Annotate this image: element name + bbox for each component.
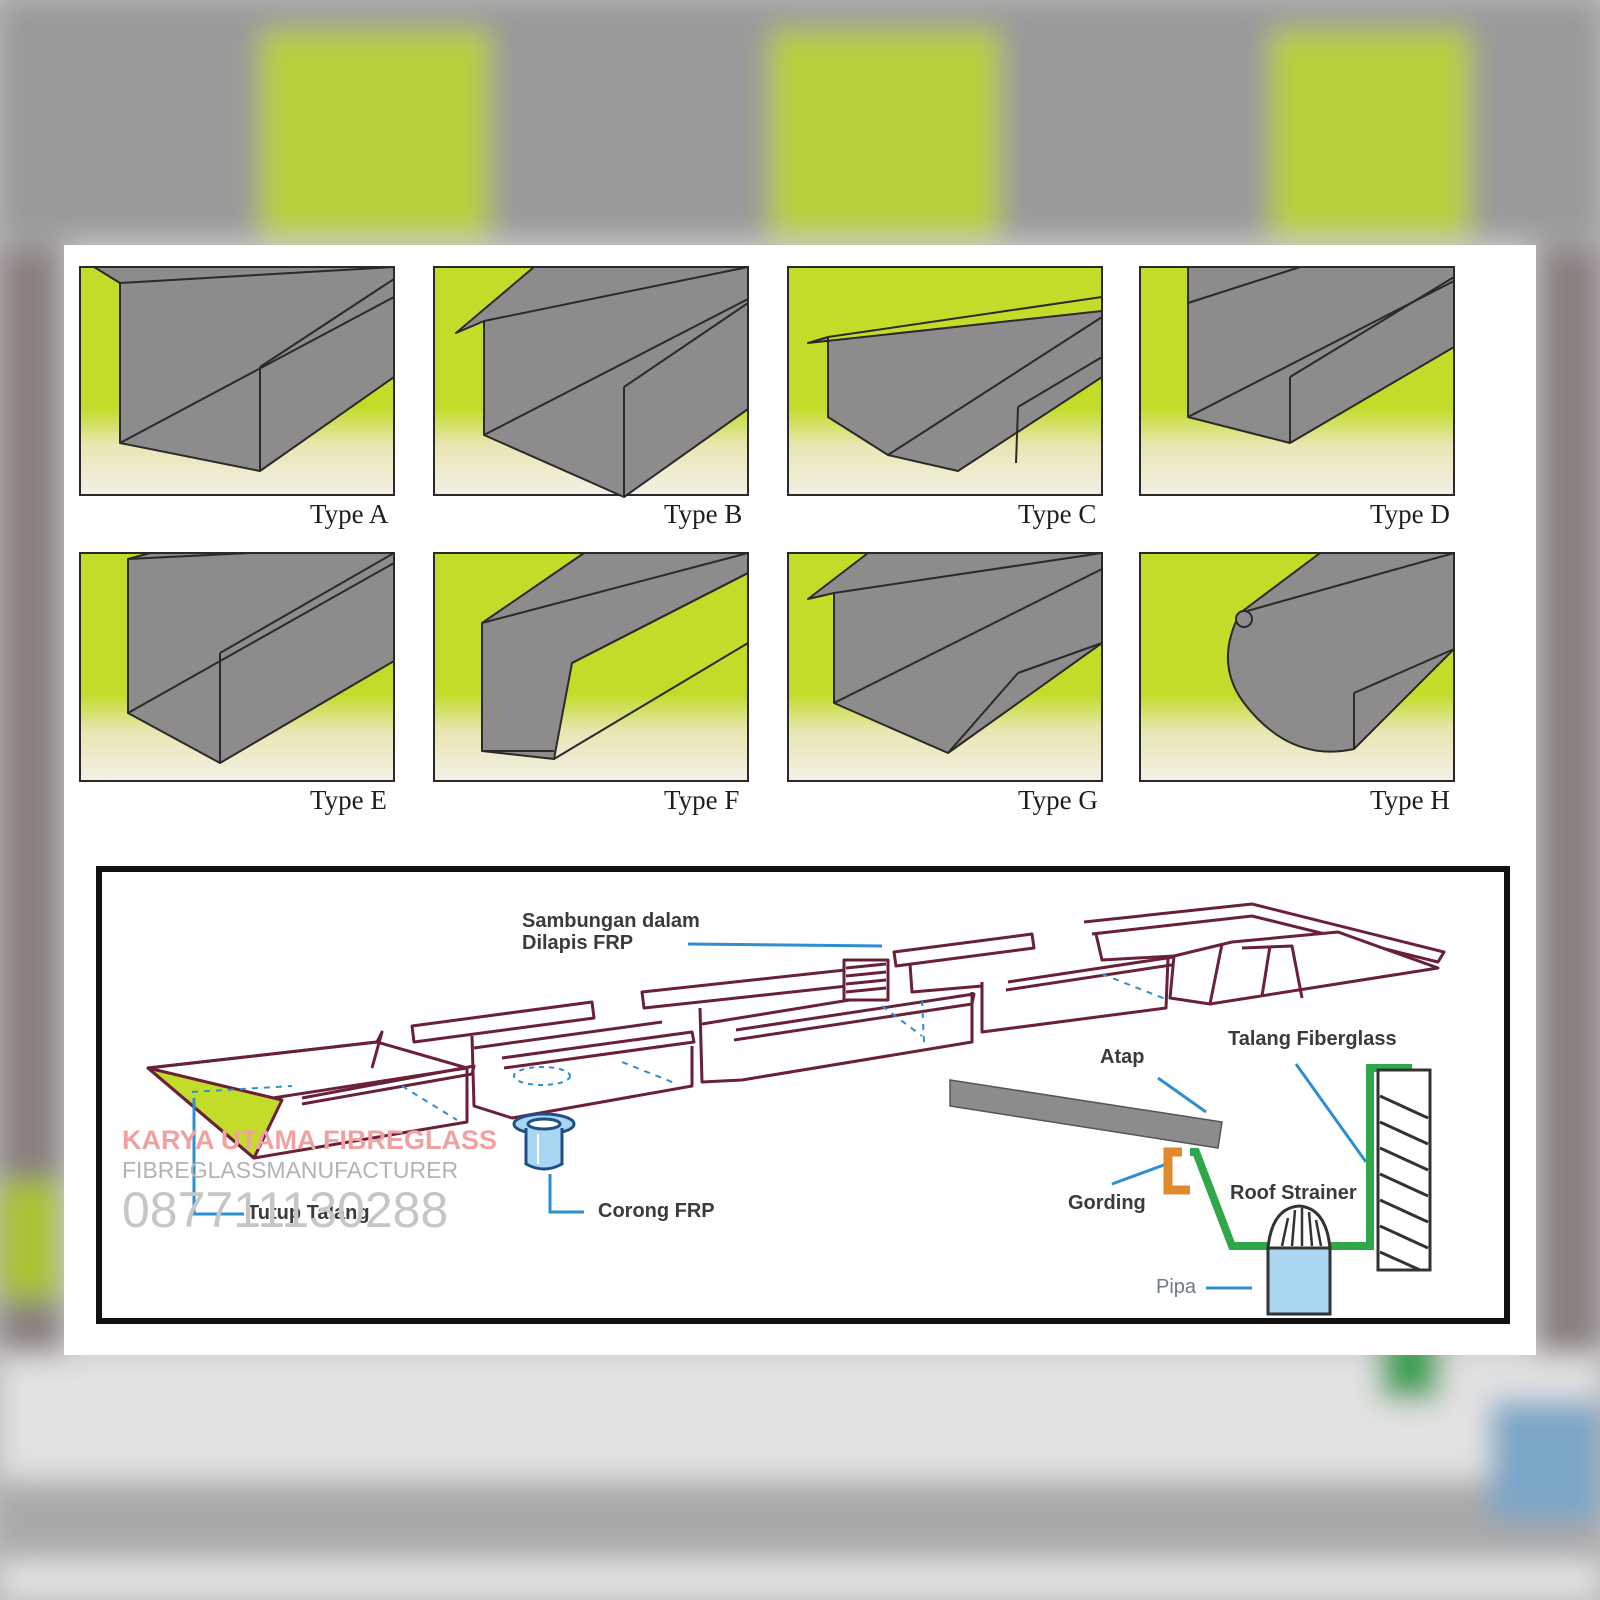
gutter-type-panel — [1139, 266, 1455, 496]
section-detail — [949, 1064, 1432, 1316]
profile-edge — [1239, 552, 1455, 614]
profile-edge — [119, 296, 395, 444]
bead-edge — [1235, 610, 1253, 628]
frp-funnel — [512, 1112, 576, 1171]
profile-edge — [571, 572, 749, 664]
gutter-types-grid — [79, 266, 1455, 782]
profile-edge — [623, 302, 749, 388]
profile-edge — [127, 552, 251, 560]
gutter-profile-shape — [807, 310, 1103, 472]
gutter-type-panel — [433, 552, 749, 782]
profile-edge — [219, 552, 395, 654]
profile-edge — [127, 562, 395, 714]
profile-edge — [259, 278, 395, 368]
roof-sheet — [949, 1079, 1223, 1149]
type-label: Type D — [1370, 499, 1450, 529]
profile-edge — [1289, 276, 1455, 378]
gutter-segment-joint — [640, 958, 976, 1084]
callout-purlin: Gording — [1068, 1192, 1146, 1214]
profile-edge — [1015, 406, 1019, 464]
gutter-type-panel — [1139, 552, 1455, 782]
type-label: Type A — [310, 499, 389, 529]
diagram-card: Type A Type B Type C Type D Type E Type F Type… — [64, 245, 1536, 1355]
leader-joint — [687, 942, 883, 948]
gutter-type-panel — [79, 552, 395, 782]
purlin-profile — [1163, 1147, 1190, 1195]
profile-edge — [1017, 642, 1103, 674]
callout-roof: Atap — [1100, 1046, 1145, 1068]
gutter-type-panel — [787, 552, 1103, 782]
leader-gutter — [1294, 1063, 1368, 1163]
type-label: Type C — [1018, 499, 1097, 529]
profile-edge — [1187, 266, 1301, 304]
gutter-segment-corner — [1083, 902, 1446, 1006]
gutter-segment-funnel — [410, 1000, 696, 1120]
callout-joint-line2: Dilapis FRP — [522, 932, 634, 954]
profile-edge — [833, 552, 1103, 594]
profile-edge — [481, 552, 749, 624]
pipe — [1266, 1246, 1332, 1316]
type-label: Type G — [1018, 785, 1098, 815]
profile-edge — [119, 266, 395, 284]
type-label: Type E — [310, 785, 387, 815]
leader-roof — [1157, 1076, 1207, 1114]
callout-gutter: Talang Fiberglass — [1228, 1028, 1397, 1050]
gutter-type-panel — [433, 266, 749, 498]
gutter-segment-middle — [892, 932, 1182, 1034]
gutter-type-panel — [787, 266, 1103, 496]
callout-pipe: Pipa — [1156, 1276, 1197, 1298]
type-label: Type B — [664, 499, 743, 529]
profile-edge — [827, 296, 1103, 338]
type-label: Type H — [1370, 785, 1450, 815]
profile-edge — [483, 266, 749, 322]
callout-funnel: Corong FRP — [598, 1200, 715, 1222]
gutter-profile-shape — [1226, 552, 1455, 753]
leader-purlin — [1111, 1160, 1173, 1186]
gutter-type-panel — [79, 266, 395, 496]
profile-edge — [1353, 648, 1455, 694]
profile-edge — [553, 642, 749, 760]
gutter-profile-shape — [807, 552, 1103, 754]
gutter-segment-end — [146, 1030, 476, 1160]
gutter-profile-shape — [455, 266, 749, 498]
leader-end-cap — [192, 1098, 244, 1216]
profile-edge — [833, 568, 1103, 704]
profile-edge — [947, 672, 1019, 754]
profile-edge — [1017, 356, 1103, 408]
leader-funnel — [548, 1174, 584, 1214]
profile-edge — [887, 316, 1103, 456]
callout-strainer: Roof Strainer — [1230, 1182, 1357, 1204]
type-label: Type F — [664, 785, 740, 815]
callout-joint-line1: Sambungan dalam — [522, 910, 700, 932]
installation-drawing — [146, 902, 1446, 1316]
callout-end-cap: Tutup Talang — [247, 1202, 370, 1224]
profile-edge — [483, 298, 749, 436]
installation-diagram: Sambungan dalam Dilapis FRP Tutup Talang… — [96, 866, 1510, 1324]
